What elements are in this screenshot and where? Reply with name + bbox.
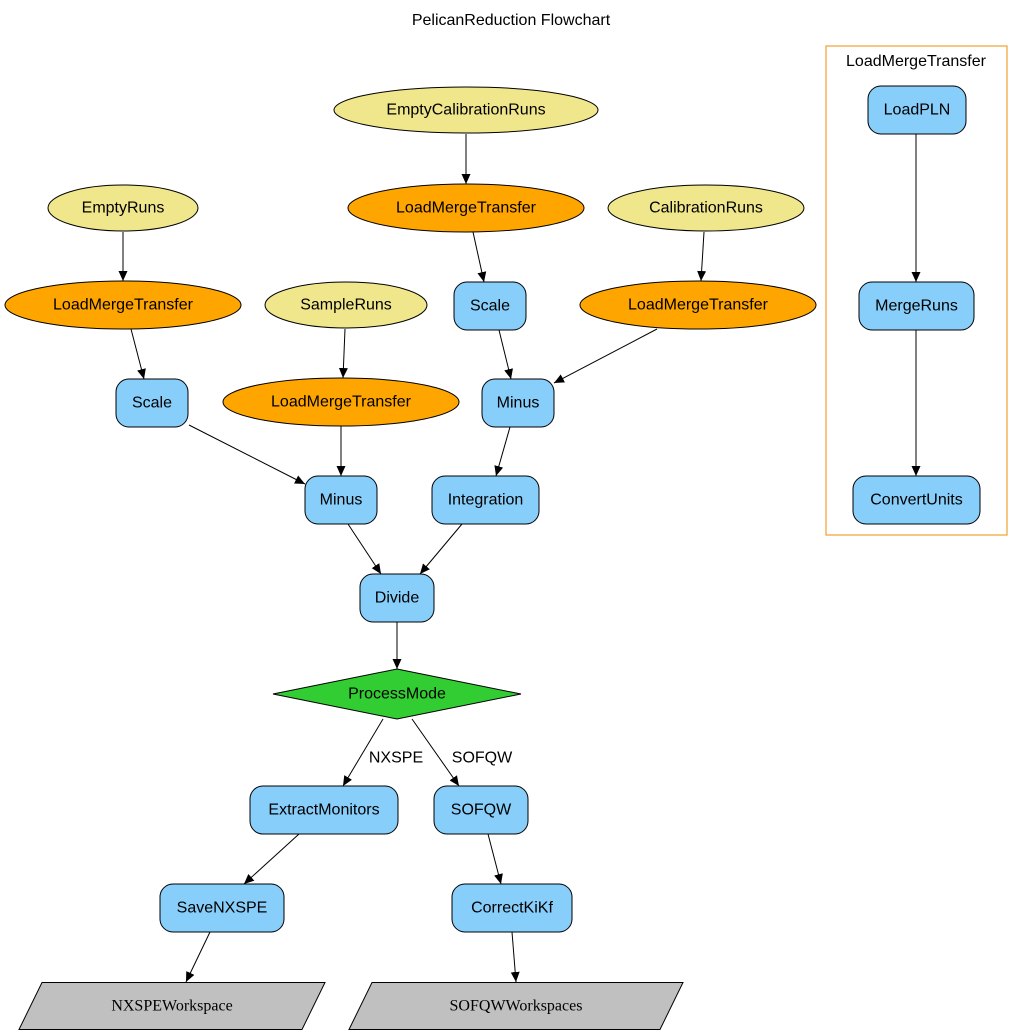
edge-calibration-runs-to-lmt-calibration: [697, 231, 707, 282]
rounded-rect-shape: [852, 475, 981, 525]
node-merge-runs: MergeRuns: [858, 281, 975, 331]
ellipse-shape: [47, 184, 199, 232]
node-label: SOFQW: [451, 802, 512, 819]
edge-minus-sample-to-divide: [347, 523, 382, 575]
edge-process-mode-to-sofqw: [411, 718, 460, 787]
node-load-pln: LoadPLN: [867, 85, 967, 135]
node-lmt-calibration: LoadMergeTransfer: [579, 280, 817, 330]
ellipse-shape: [333, 86, 599, 134]
node-sofqw-workspaces: SOFQWWorkspaces: [348, 982, 684, 1030]
rounded-rect-shape: [453, 281, 527, 331]
node-scale-empty: Scale: [115, 378, 189, 428]
edge-lmt-empty-calibration-to-scale-calibration: [472, 231, 487, 283]
rounded-rect-shape: [433, 785, 529, 835]
node-minus-sample: Minus: [304, 475, 378, 525]
ellipse-shape: [347, 183, 585, 233]
node-label: LoadMergeTransfer: [271, 394, 412, 411]
node-sample-runs: SampleRuns: [264, 281, 428, 329]
edge-extract-monitors-to-save-nxspe: [243, 833, 300, 885]
node-save-nxspe: SaveNXSPE: [159, 883, 285, 933]
node-label: Divide: [375, 590, 420, 607]
rounded-rect-shape: [359, 573, 435, 623]
cluster-border: [825, 45, 1008, 536]
node-convert-units: ConvertUnits: [852, 475, 981, 525]
node-label: Minus: [497, 395, 540, 412]
node-label: MergeRuns: [875, 298, 958, 315]
node-label: SOFQWWorkspaces: [450, 998, 583, 1015]
rounded-rect-shape: [867, 85, 967, 135]
edge-save-nxspe-to-nxspe-workspace: [185, 931, 211, 983]
nodes-layer: EmptyCalibrationRunsEmptyRunsSampleRunsC…: [4, 85, 981, 1030]
edge-sample-runs-to-lmt-sample: [338, 328, 348, 379]
node-lmt-empty: LoadMergeTransfer: [4, 280, 242, 330]
edge-lmt-empty-to-scale-empty: [130, 328, 146, 380]
node-label: Scale: [132, 395, 172, 412]
ellipse-shape: [607, 184, 805, 232]
ellipse-shape: [264, 281, 428, 329]
node-label: ConvertUnits: [870, 492, 962, 509]
node-sofqw: SOFQW: [433, 785, 529, 835]
rounded-rect-shape: [858, 281, 975, 331]
node-empty-runs: EmptyRuns: [47, 184, 199, 232]
rounded-rect-shape: [115, 378, 189, 428]
edge-label: NXSPE: [369, 750, 423, 767]
rounded-rect-shape: [481, 378, 555, 428]
node-empty-calibration-runs: EmptyCalibrationRuns: [333, 86, 599, 134]
node-nxspe-workspace: NXSPEWorkspace: [18, 982, 326, 1030]
parallelogram-shape: [348, 982, 684, 1030]
edge-lmt-calibration-to-minus-calibration: [553, 328, 658, 384]
node-label: Minus: [320, 492, 363, 509]
rounded-rect-shape: [249, 785, 399, 835]
edge-scale-calibration-to-minus-calibration: [498, 329, 513, 380]
node-label: ExtractMonitors: [268, 802, 379, 819]
node-extract-monitors: ExtractMonitors: [249, 785, 399, 835]
ellipse-shape: [222, 377, 460, 427]
node-label: SampleRuns: [300, 297, 392, 314]
edge-minus-calibration-to-integration: [494, 426, 511, 477]
node-label: EmptyRuns: [82, 200, 165, 217]
ellipse-shape: [579, 280, 817, 330]
edge-integration-to-divide: [419, 523, 463, 575]
node-calibration-runs: CalibrationRuns: [607, 184, 805, 232]
edge-correct-kikf-to-sofqw-workspaces: [510, 931, 520, 983]
node-scale-calibration: Scale: [453, 281, 527, 331]
node-label: EmptyCalibrationRuns: [386, 102, 545, 119]
diamond-shape: [272, 668, 522, 720]
edge-scale-empty-to-minus-sample: [188, 424, 306, 485]
node-label: SaveNXSPE: [177, 900, 268, 917]
node-minus-calibration: Minus: [481, 378, 555, 428]
node-label: Integration: [448, 492, 524, 509]
node-label: ProcessMode: [348, 686, 446, 703]
node-lmt-empty-calibration: LoadMergeTransfer: [347, 183, 585, 233]
edges-layer: NXSPE SOFQW: [118, 134, 921, 983]
node-label: LoadMergeTransfer: [396, 200, 537, 217]
node-divide: Divide: [359, 573, 435, 623]
node-label: LoadMergeTransfer: [53, 297, 194, 314]
rounded-rect-shape: [304, 475, 378, 525]
node-label: Scale: [470, 298, 510, 315]
node-integration: Integration: [431, 475, 540, 525]
node-label: LoadMergeTransfer: [628, 297, 769, 314]
cluster-load-merge-transfer: LoadMergeTransfer: [825, 45, 1008, 536]
edge-label: SOFQW: [452, 750, 513, 767]
ellipse-shape: [4, 280, 242, 330]
edge-sofqw-to-correct-kikf: [487, 833, 503, 885]
parallelogram-shape: [18, 982, 326, 1030]
rounded-rect-shape: [451, 883, 573, 933]
edge-process-mode-to-extract-monitors: [342, 718, 384, 787]
node-label: NXSPEWorkspace: [111, 998, 232, 1015]
node-lmt-sample: LoadMergeTransfer: [222, 377, 460, 427]
cluster-label: LoadMergeTransfer: [846, 53, 987, 70]
node-label: LoadPLN: [884, 102, 951, 119]
node-label: CalibrationRuns: [649, 200, 763, 217]
node-correct-kikf: CorrectKiKf: [451, 883, 573, 933]
node-process-mode: ProcessMode: [272, 668, 522, 720]
diagram-title: PelicanReduction Flowchart: [412, 12, 611, 29]
node-label: CorrectKiKf: [471, 900, 553, 917]
rounded-rect-shape: [159, 883, 285, 933]
rounded-rect-shape: [431, 475, 540, 525]
